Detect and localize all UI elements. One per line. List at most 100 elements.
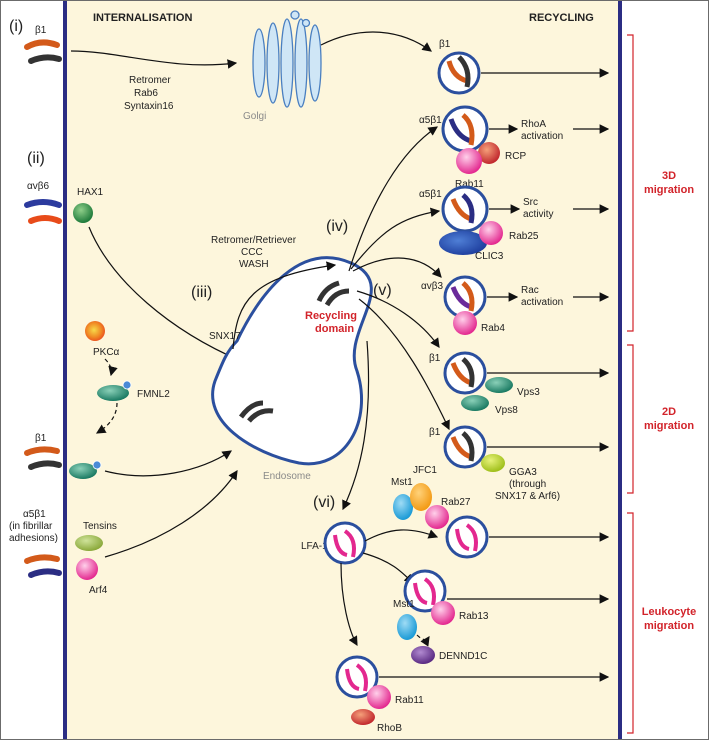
label-jfc1: JFC1 [413,465,437,476]
label-a5b1: α5β1 [23,509,46,520]
bracket-leukocyte [627,512,634,734]
protein-vps8 [461,395,489,411]
vesicle-lfa1-origin [323,521,367,565]
label-2d: 2D [662,406,676,418]
arrow-snx17-route [232,261,337,350]
protein-dennd1c [411,646,435,664]
protein-rab11-a [456,148,482,174]
label-rab6: Rab6 [134,88,158,99]
label-rab4: Rab4 [481,323,505,334]
protein-pkca [85,321,105,341]
protein-tensins [75,535,103,551]
label-gga3-snx17-arf6: SNX17 & Arf6) [495,491,560,502]
label-src-activity: activity [523,209,554,220]
label-tensins: Tensins [83,521,117,532]
label-dennd1c: DENND1C [439,651,487,662]
vesicle-beta1-golgi [437,51,481,95]
vesicle-lfa1-rab13 [403,569,447,613]
label-mst1-b: Mst1 [393,599,415,610]
label-clic3: CLIC3 [475,251,504,262]
label-a5b1-note1: (in fibrillar [9,521,53,532]
protein-rab25 [479,221,503,245]
label-avb3: αvβ3 [421,281,444,292]
stage-v: (v) [373,282,392,299]
label-wash: WASH [239,259,269,270]
protein-gga3 [481,454,505,472]
label-hax1: HAX1 [77,187,104,198]
vesicle-a5b1-rab25 [441,185,489,233]
protein-arf4 [76,558,98,580]
arrow-fmnl2-to-membrane [95,402,118,434]
arrow-a5b1-to-endosome [104,469,238,558]
vesicle-a5b1-rcp [441,105,489,153]
arrow-golgi-to-recycling [320,31,432,52]
protein-vps3 [485,377,513,393]
header-recycling: RECYCLING [529,12,594,24]
header-internalisation: INTERNALISATION [93,12,192,24]
label-rab11-a: Rab11 [455,179,484,190]
label-beta1-gga3: β1 [429,427,441,438]
stage-ii: (ii) [27,150,45,167]
vesicle-lfa1-rab11 [335,655,379,699]
label-a5b1-note2: adhesions) [9,533,58,544]
label-vps8: Vps8 [495,405,518,416]
label-fmnl2: FMNL2 [137,389,170,400]
protein-rab13 [431,601,455,625]
label-rab27: Rab27 [441,497,471,508]
label-3d: 3D [662,170,676,182]
protein-rcp [478,142,500,164]
label-src: Src [523,197,538,208]
vesicle-lfa1-rab27 [445,515,489,559]
protein-hax1 [73,203,93,223]
label-gga3-through: (through [509,479,546,490]
label-avb6: αvβ6 [27,181,50,192]
arrow-hax1-to-endosome [88,226,243,363]
stage-iv: (iv) [326,218,348,235]
protein-jfc1 [410,483,432,511]
label-rac: Rac [521,285,539,296]
label-recycling-domain-1: Recycling [305,310,357,322]
endosome-membrane [211,256,373,466]
arrow-beta1-to-endosome [104,450,232,477]
phospho-icon-membrane [92,460,102,470]
label-rcp: RCP [505,151,526,162]
label-lfa1: LFA-1 [301,541,328,552]
protein-rab4 [453,311,477,335]
integrin-a5b1-fibrillar [24,554,62,578]
label-gga3: GGA3 [509,467,537,478]
label-endosome: Endosome [263,471,311,482]
bracket-3d [627,34,634,332]
arrow-lfa1-to-rab11 [340,562,358,647]
label-rab11-b: Rab11 [395,695,424,706]
vesicle-avb3-rab4 [443,275,487,319]
protein-clic3 [439,231,487,255]
integrin-in-recycling-domain [316,280,350,307]
label-retromer-golgi: Retromer [129,75,171,86]
label-retromer-retriever: Retromer/Retriever [211,235,297,246]
stage-vi: (vi) [313,494,335,511]
bracket-2d [627,344,634,494]
label-mst1-a: Mst1 [391,477,413,488]
protein-fmnl2 [97,385,129,401]
label-rhoa: RhoA [521,119,546,130]
label-rab13: Rab13 [459,611,489,622]
arrow-mst1-to-dennd1c [416,634,430,647]
label-arf4: Arf4 [89,585,108,596]
arrow-lfa1-to-rab27 [364,529,439,542]
integrin-beta1-mid [24,446,62,470]
protein-fmnl2-membrane [69,463,97,479]
label-ccc: CCC [241,247,263,258]
arrow-surface-to-golgi [70,50,238,69]
protein-rab11-b [367,685,391,709]
protein-mst1-b [397,614,417,640]
label-pkca: PKCα [93,347,120,358]
label-a5b1-src: α5β1 [419,189,442,200]
phospho-icon-fmnl2 [122,380,132,390]
integrin-in-endosome [238,400,274,423]
label-2d-migration: migration [644,420,694,432]
label-beta1-surface-top: β1 [35,25,47,36]
arrow-pkca-to-fmnl2 [104,358,118,377]
recycling-arrows [342,126,450,511]
